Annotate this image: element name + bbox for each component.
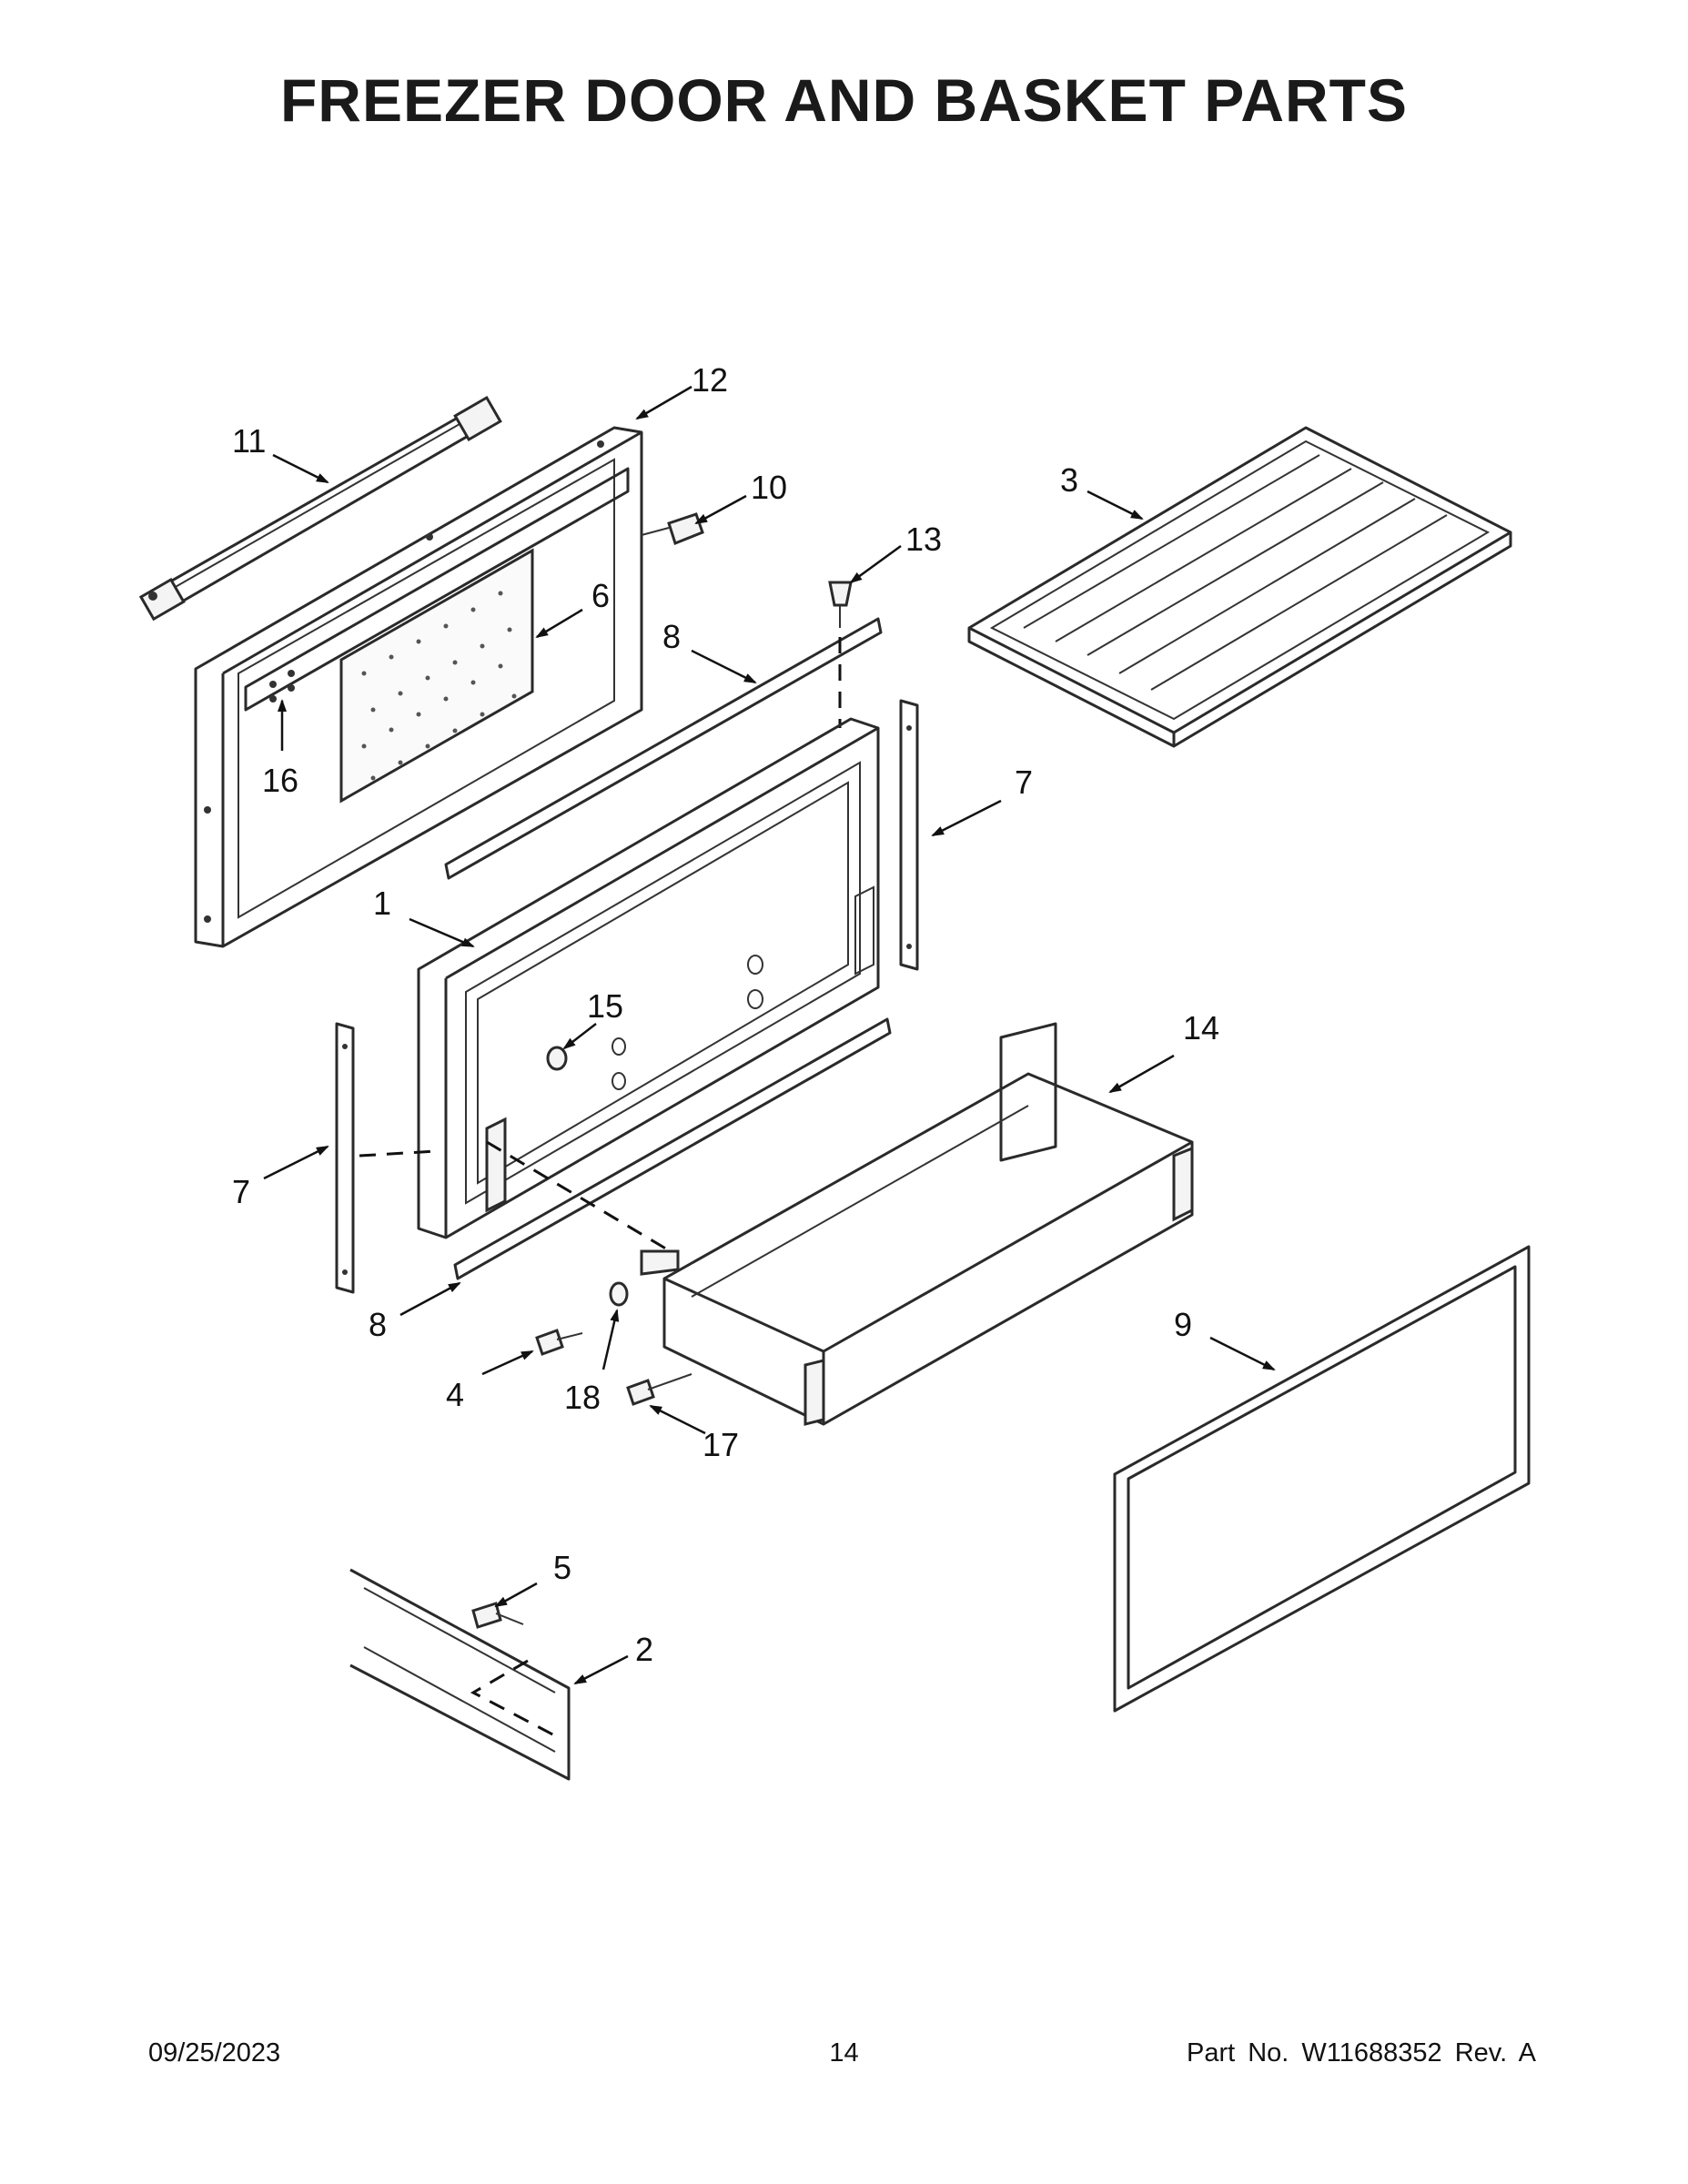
callout-13: 13 <box>905 521 942 558</box>
callout-10: 10 <box>751 469 787 506</box>
footer-page-number: 14 <box>829 2038 859 2068</box>
part-5-screw <box>471 1602 524 1629</box>
part-7-trim-right <box>899 699 919 971</box>
callout-18: 18 <box>564 1379 601 1416</box>
callout-3: 3 <box>1060 461 1078 499</box>
callout-16: 16 <box>262 762 298 799</box>
part-2-handle <box>349 1568 571 1781</box>
callout-6: 6 <box>591 577 610 614</box>
callout-7-right: 7 <box>1015 763 1033 801</box>
callout-11: 11 <box>232 422 266 460</box>
callout-7-left: 7 <box>232 1173 250 1210</box>
part-13-screw <box>828 581 853 728</box>
part-15-bushing <box>546 1046 568 1071</box>
part-12-door-frame <box>194 426 643 948</box>
callout-2: 2 <box>635 1631 653 1668</box>
part-14-basket <box>640 1022 1194 1426</box>
part-6-panel <box>339 548 534 804</box>
footer-part-number: Part No. W11688352 Rev. A <box>1186 2038 1536 2068</box>
footer-date: 09/25/2023 <box>148 2038 281 2068</box>
part-8-trim-upper <box>444 617 883 880</box>
part-3-shelf <box>967 426 1512 748</box>
page-title: FREEZER DOOR AND BASKET PARTS <box>279 66 1409 134</box>
part-7-trim-left <box>335 1022 438 1294</box>
callout-14: 14 <box>1183 1009 1219 1046</box>
callout-5: 5 <box>553 1549 571 1586</box>
part-18-washer <box>609 1281 629 1307</box>
callout-15: 15 <box>587 987 623 1025</box>
callout-12: 12 <box>692 361 728 399</box>
callout-1: 1 <box>373 885 391 922</box>
part-9-gasket <box>1113 1245 1531 1713</box>
callout-4: 4 <box>446 1376 464 1413</box>
part-11-hinge-bar <box>138 395 502 622</box>
callout-8-lower: 8 <box>369 1306 387 1343</box>
part-4-screw <box>535 1329 583 1356</box>
leader-arrows <box>263 385 1276 1685</box>
part-10-screw <box>641 512 704 545</box>
callout-9: 9 <box>1174 1306 1192 1343</box>
part-17-screw <box>626 1373 692 1406</box>
part-1-door-liner <box>417 717 880 1239</box>
callout-17: 17 <box>702 1426 739 1463</box>
part-8-trim-lower <box>453 1017 892 1280</box>
callout-8-upper: 8 <box>662 618 681 655</box>
